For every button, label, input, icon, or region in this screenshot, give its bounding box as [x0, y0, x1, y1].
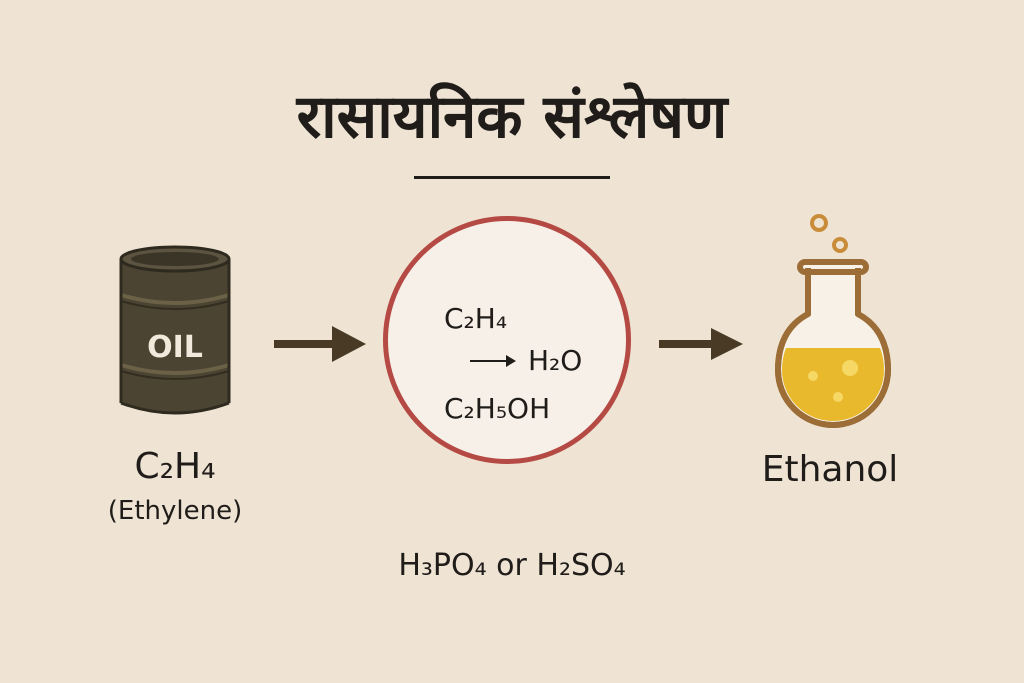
reaction-arrow-head-icon: [506, 355, 516, 367]
diagram-title: रासायनिक संश्लेषण: [296, 82, 728, 152]
oil-barrel-icon: OIL: [119, 245, 231, 415]
reaction-reactant: C₂H₄: [444, 302, 508, 335]
reaction-arrow-icon: [470, 360, 508, 362]
reaction-water: H₂O: [528, 344, 583, 377]
barrel-label: OIL: [147, 330, 203, 365]
reaction-product: C₂H₅OH: [444, 392, 551, 425]
reactant-name: (Ethylene): [107, 496, 243, 526]
flask-icon: [775, 214, 891, 428]
product-name: Ethanol: [761, 449, 899, 490]
right-arrow-icon: [274, 326, 366, 362]
reactant-formula: C₂H₄: [134, 446, 216, 487]
reaction-circle: C₂H₄ H₂O C₂H₅OH: [383, 216, 631, 464]
right-arrow-icon: [659, 328, 743, 360]
title-divider: [414, 176, 610, 179]
catalyst-label: H₃PO₄ or H₂SO₄: [398, 548, 626, 583]
